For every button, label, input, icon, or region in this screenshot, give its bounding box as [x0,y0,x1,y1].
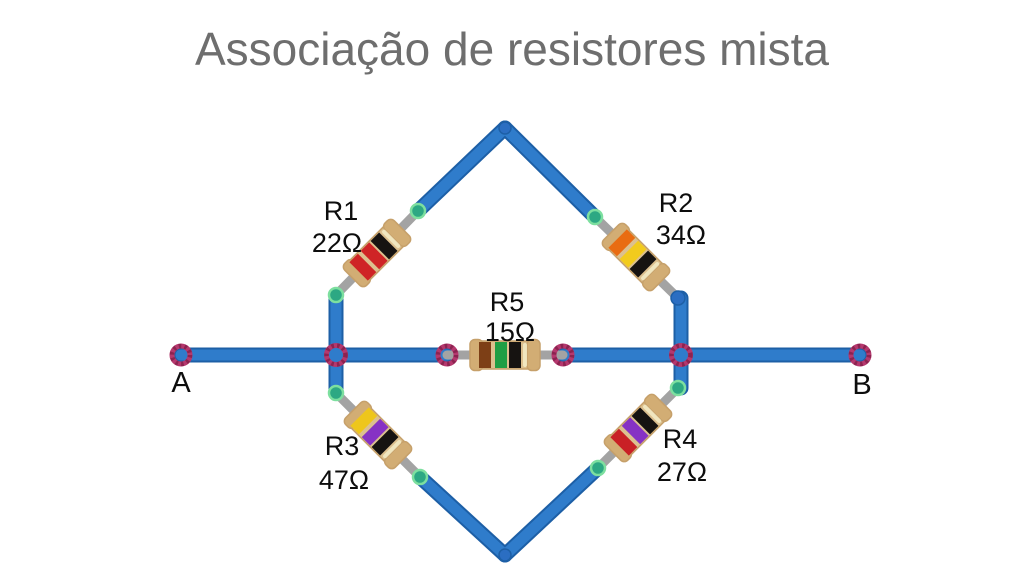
r3-band-2 [361,418,389,446]
r5-band-2 [495,342,507,368]
terminal-a-ring [169,343,193,367]
resistor-r3 [343,400,413,470]
r5-value: 15Ω [485,317,535,347]
r2-band-1 [608,229,636,257]
endpoint-r3-top [327,384,345,402]
junction-rings [169,343,872,367]
page-title: Associação de resistores mista [194,23,830,75]
r3-highlight [383,440,402,459]
r3-band-1 [350,407,378,435]
r2-band-3 [629,250,657,278]
r4-band-1 [610,428,638,456]
r4-highlight [643,404,662,423]
r1-band-1 [349,253,377,281]
endpoint-r2-bottom [670,290,686,306]
left-cross-junction [324,343,348,367]
r2-label: R2 [659,188,694,218]
r1-highlight [382,229,401,248]
resistor-r4 [603,393,673,463]
resistor-r1 [342,218,412,288]
right-cross-junction [669,343,693,367]
wire-apex-to-r1-core [412,122,511,217]
endpoint-r2-top [586,208,604,226]
r1-value: 22Ω [312,228,362,258]
endpoint-r4-bottom [589,459,607,477]
r5-label: R5 [490,287,525,317]
r5-right-junction [551,343,575,367]
r4-band-3 [631,407,659,435]
r1-band-2 [360,242,388,270]
r5-band-3 [509,342,521,368]
endpoint-r4-top [669,379,687,397]
labels: R1 22Ω R2 34Ω R3 47Ω R4 27Ω R5 15Ω A B [171,188,871,495]
endpoint-r3-bottom [411,468,429,486]
r5-highlight [523,343,527,367]
r1-band-3 [370,232,398,260]
r5-band-1 [479,342,491,368]
terminal-b-ring [848,343,872,367]
wire-r3-to-bottom-core [414,471,511,561]
resistor-r5 [469,338,541,372]
r3-value: 47Ω [319,465,369,495]
r4-band-2 [621,417,649,445]
r3-label: R3 [325,431,360,461]
terminal-b-label: B [852,369,871,401]
resistor-r2 [601,222,671,292]
wire-apex-to-r2-core [499,122,601,223]
r5-left-junction [435,343,459,367]
r2-value: 34Ω [656,220,706,250]
endpoint-r1-top [409,202,427,220]
wire-bottom-to-r4-core [499,462,604,561]
r4-label: R4 [663,424,698,454]
connector-endpoints [327,202,687,486]
endpoint-r1-bottom [327,286,345,304]
r2-band-2 [619,240,647,268]
r2-highlight [641,262,660,281]
terminal-a-label: A [171,367,191,399]
top-vertex-node [498,121,512,135]
r3-band-3 [371,428,399,456]
r1-label: R1 [324,196,359,226]
bottom-vertex-node [498,548,512,562]
r4-value: 27Ω [657,457,707,487]
